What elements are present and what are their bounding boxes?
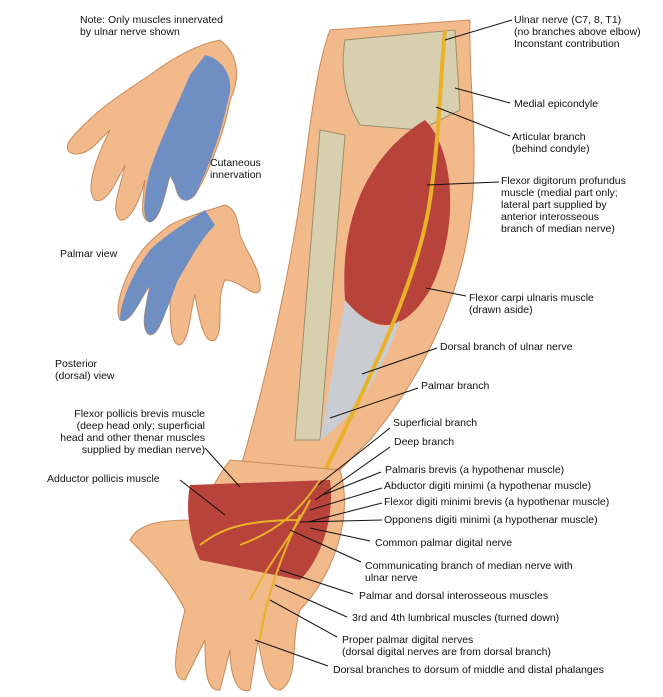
fcu-label: Flexor carpi ulnaris muscle (drawn aside…	[469, 292, 594, 316]
note-label: Note: Only muscles innervated by ulnar n…	[80, 14, 223, 38]
fdp-label: Flexor digitorum profundus muscle (media…	[501, 175, 626, 235]
forearm	[239, 19, 475, 481]
flexor-pollicis-label: Flexor pollicis brevis muscle (deep head…	[60, 408, 205, 456]
superficial-branch-label: Superficial branch	[393, 417, 478, 429]
hand	[129, 459, 345, 692]
dorsal-branch-label: Dorsal branch of ulnar nerve	[440, 341, 573, 353]
medial-epicondyle-label: Medial epicondyle	[514, 98, 599, 110]
posterior-view-label: Posterior (dorsal) view	[55, 358, 115, 382]
dorsal-innervation-area	[120, 210, 215, 335]
palmaris-brevis-label: Palmaris brevis (a hypothenar muscle)	[385, 464, 565, 476]
dorsal-view-hand	[117, 204, 261, 346]
cutaneous-innervation-area	[144, 55, 231, 222]
communicating-branch-label: Communicating branch of median nerve wit…	[365, 560, 573, 584]
palmar-view-hand	[67, 39, 238, 223]
hand-nerve-branches	[199, 479, 321, 641]
leader-lines	[179, 19, 513, 667]
dorsal-branches-label: Dorsal branches to dorsum of middle and …	[333, 664, 604, 676]
ulnar-nerve-label: Ulnar nerve (C7, 8, T1) (no branches abo…	[514, 14, 641, 50]
palmar-view-label: Palmar view	[60, 248, 118, 260]
flexor-dmb-label: Flexor digiti minimi brevis (a hypothena…	[384, 496, 610, 508]
cutaneous-innervation-label: Cutaneous innervation	[210, 157, 262, 181]
abductor-dm-label: Abductor digiti minimi (a hypothenar mus…	[384, 480, 592, 492]
deep-branch-label: Deep branch	[394, 436, 455, 448]
proper-palmar-label: Proper palmar digital nerves (dorsal dig…	[342, 634, 551, 658]
adductor-pollicis-label: Adductor pollicis muscle	[47, 473, 160, 485]
opponens-dm-label: Opponens digiti minimi (a hypothenar mus…	[384, 514, 598, 526]
palmar-branch-label: Palmar branch	[421, 380, 490, 392]
lumbrical-label: 3rd and 4th lumbrical muscles (turned do…	[352, 612, 560, 624]
articular-branch-label: Articular branch (behind condyle)	[512, 131, 590, 155]
common-palmar-label: Common palmar digital nerve	[375, 537, 513, 549]
ulnar-nerve	[318, 29, 447, 481]
interosseous-label: Palmar and dorsal interosseous muscles	[359, 590, 549, 602]
